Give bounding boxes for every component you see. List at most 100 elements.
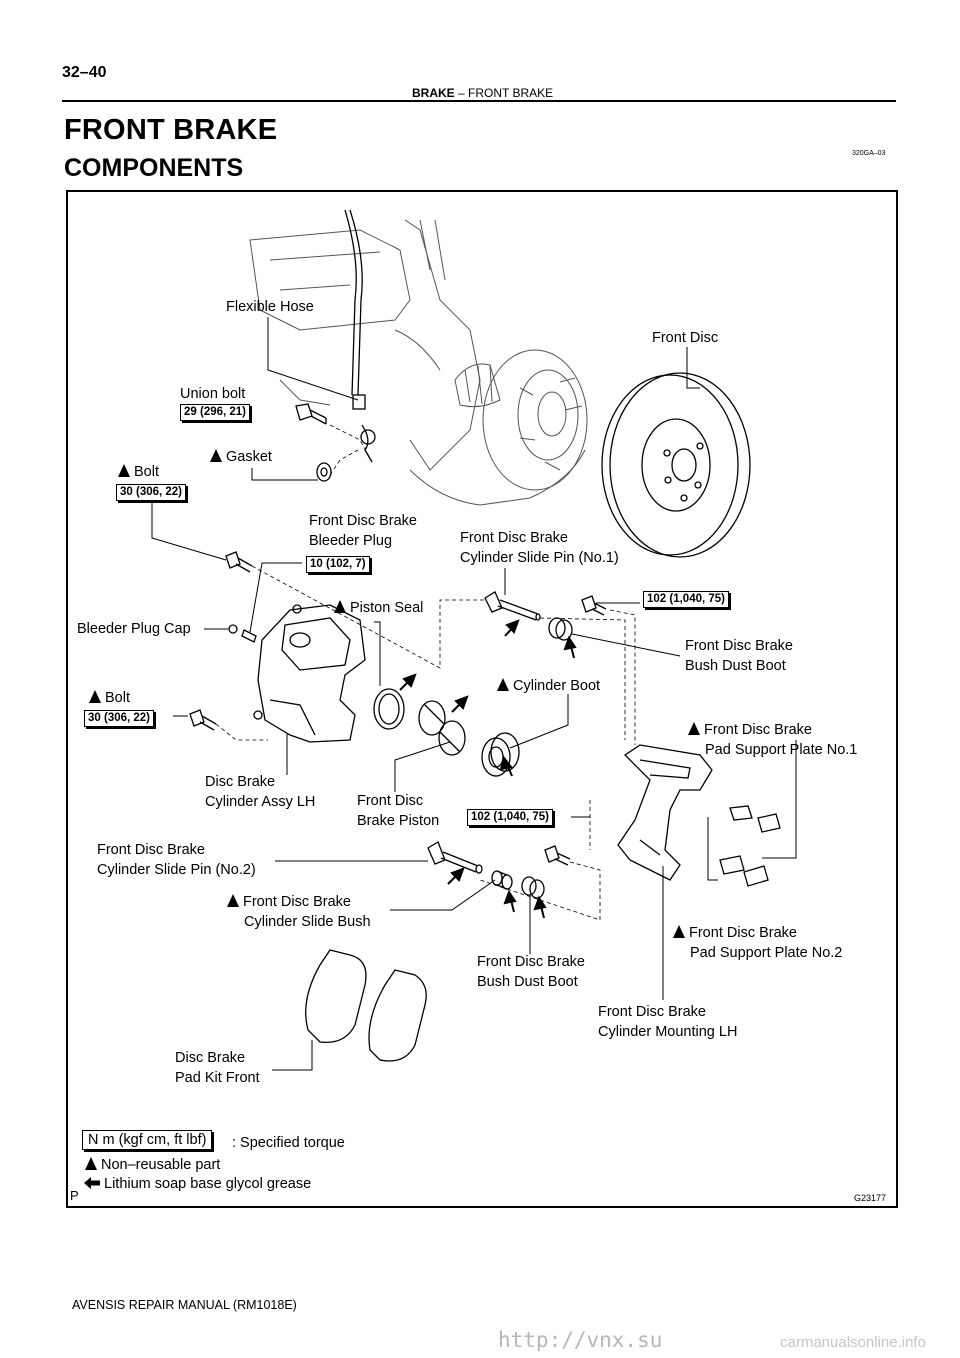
non-reusable-icon [210,449,222,462]
page-number: 32–40 [62,64,107,81]
torque-mount-top: 102 (1,040, 75) [643,591,730,608]
label-bleeder-cap: Bleeder Plug Cap [77,621,191,637]
label-pad-plate-2-line2: Pad Support Plate No.2 [690,945,843,961]
non-reusable-icon [227,894,239,907]
label-cylinder-boot-text: Cylinder Boot [513,678,601,694]
running-header: BRAKE – FRONT BRAKE [412,86,553,100]
label-bolt-upper-text: Bolt [134,464,159,480]
label-slide-bush-line1: Front Disc Brake [227,892,371,912]
label-front-disc: Front Disc [652,330,719,346]
union-bolt-drawing [295,403,327,425]
lower-bolt-drawing [189,709,217,731]
label-pad-kit-line2: Pad Kit Front [175,1070,260,1086]
label-piston-line1: Front Disc [357,793,424,809]
slide-pin-2-drawing [427,841,483,874]
label-pad-kit-line1: Disc Brake [175,1050,246,1066]
label-slide-bush-text: Front Disc Brake [243,894,351,910]
label-slide-pin-1-line1: Front Disc Brake [460,530,568,546]
non-reusable-icon [118,464,130,477]
piston-seal-drawing [373,688,405,730]
non-reusable-icon [334,600,346,613]
cylinder-boot-drawing [481,732,520,777]
torque-mount-bottom: 102 (1,040, 75) [467,809,554,826]
front-disc-drawing [601,372,751,558]
cylinder-mounting-drawing [617,744,713,881]
label-cylinder-boot: Cylinder Boot [497,676,600,696]
label-cylinder-assy-line2: Cylinder Assy LH [205,794,316,810]
section-subtitle: COMPONENTS [64,154,244,182]
figure-code: G23177 [854,1193,887,1203]
non-reusable-icon [85,1157,97,1170]
label-pad-plate-1-text: Front Disc Brake [704,722,812,738]
figure-frame [66,190,898,1208]
upper-bolt-drawing [225,551,253,573]
torque-union-bolt: 29 (296, 21) [180,404,251,421]
bleeder-plug-drawing [241,629,257,643]
label-cylinder-assy-line1: Disc Brake [205,774,276,790]
label-pad-plate-1-line1: Front Disc Brake [688,720,857,740]
section-name: BRAKE [412,86,455,100]
header-separator: – [458,86,465,100]
torque-bolt-lower: 30 (306, 22) [84,710,155,727]
label-cylinder-mounting-line1: Front Disc Brake [598,1004,706,1020]
reference-code: 320GA–03 [852,150,886,157]
grease-arrow-icon [84,1177,100,1189]
label-pad-plate-1-line2: Pad Support Plate No.1 [705,742,858,758]
label-bolt-upper: Bolt [118,462,159,482]
label-bush-boot-bottom-line1: Front Disc Brake [477,954,585,970]
gasket-drawing [316,462,332,482]
label-gasket-text: Gasket [226,449,272,465]
label-bleeder-plug-line1: Front Disc Brake [309,513,417,529]
torque-bleeder-plug: 10 (102, 7) [306,556,370,573]
brake-pads-drawing [305,949,427,1062]
bush-boot-bottom-drawing [521,876,545,899]
label-slide-pin-2-line1: Front Disc Brake [97,842,205,858]
legend-grease-text: Lithium soap base glycol grease [104,1176,312,1192]
legend-non-reusable-text: Non–reusable part [101,1157,221,1173]
label-slide-pin-2-line2: Cylinder Slide Pin (No.2) [97,862,256,878]
label-pad-plate-2-line1: Front Disc Brake [673,923,842,943]
bottom-mount-bolt-drawing [544,845,571,866]
assembly-dashed-lines [215,424,636,921]
pad-support-plate-2-drawing [719,855,769,887]
label-piston-line2: Brake Piston [357,813,440,829]
leader-lines [151,317,797,1071]
bleeder-cap-drawing [228,624,238,634]
legend-torque-text: : Specified torque [232,1135,345,1151]
label-piston-seal: Piston Seal [334,598,423,618]
label-union-bolt: Union bolt [180,386,246,402]
figure-corner-letter: P [70,1188,79,1203]
watermark-link[interactable]: http://vnx.su [498,1328,663,1352]
label-slide-pin-1-line2: Cylinder Slide Pin (No.1) [460,550,619,566]
label-bolt-lower: Bolt [89,688,130,708]
slide-pin-1-drawing [484,591,541,621]
non-reusable-icon [673,925,685,938]
legend-non-reusable: Non–reusable part [85,1155,220,1175]
page-title: FRONT BRAKE [64,114,278,146]
label-bush-boot-top-line2: Bush Dust Boot [685,658,786,674]
label-cylinder-mounting-line2: Cylinder Mounting LH [598,1024,738,1040]
top-mount-bolt-drawing [581,595,607,616]
label-piston-seal-text: Piston Seal [350,600,424,616]
legend-torque-unit: N m (kgf cm, ft lbf) [82,1130,213,1150]
caliper-drawing [253,604,366,743]
label-slide-bush-line2: Cylinder Slide Bush [244,914,371,930]
label-bleeder-plug-line2: Bleeder Plug [309,533,393,549]
steering-knuckle-drawing [249,219,588,506]
label-pad-plate-2-text: Front Disc Brake [689,925,797,941]
non-reusable-icon [497,678,509,691]
pad-support-plate-1-drawing [729,805,781,833]
header-rule [62,100,896,102]
legend-grease: Lithium soap base glycol grease [84,1174,311,1194]
footer-manual-name: AVENSIS REPAIR MANUAL (RM1018E) [72,1298,297,1312]
label-gasket: Gasket [210,447,272,467]
subsection-name: FRONT BRAKE [468,86,554,100]
